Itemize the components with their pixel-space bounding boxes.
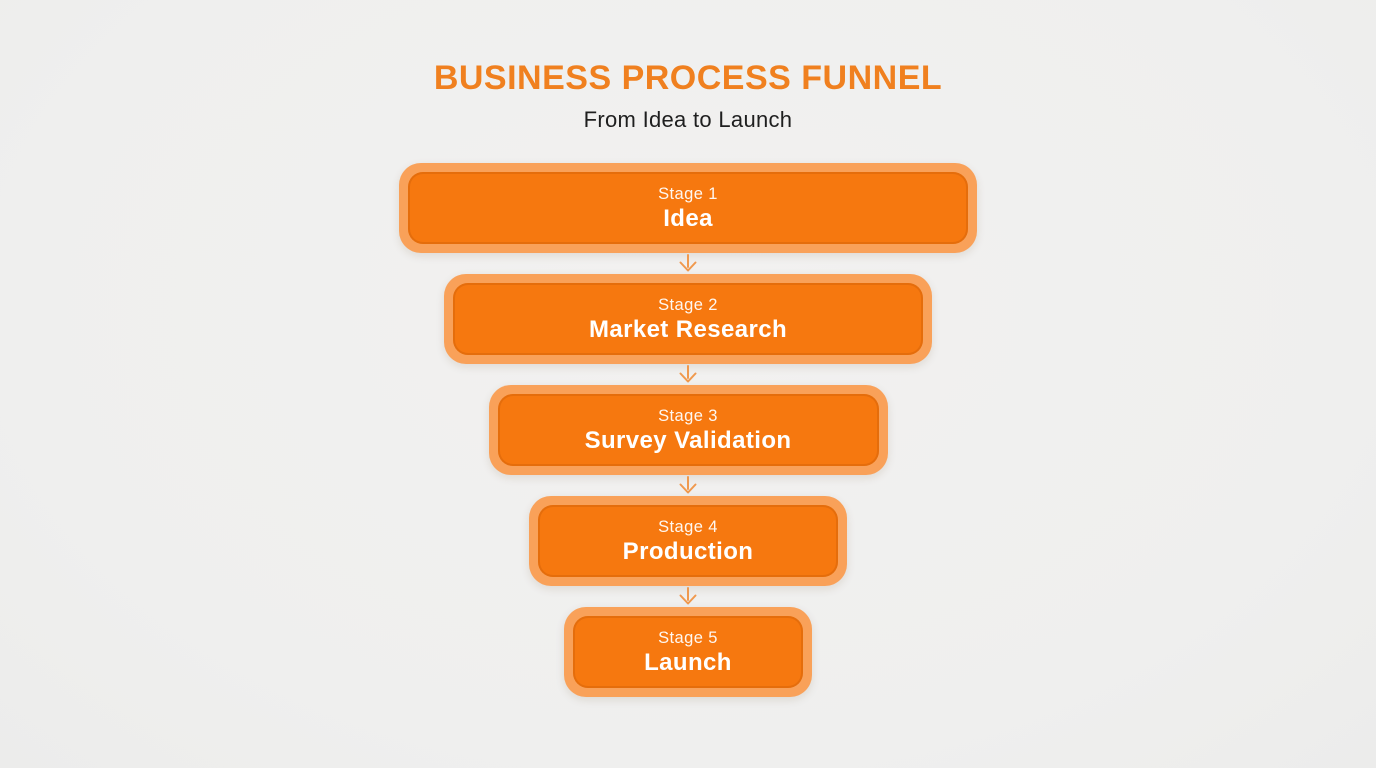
stage-label: Stage 1 xyxy=(658,184,718,203)
stage-name: Idea xyxy=(663,205,713,233)
stage-name: Market Research xyxy=(588,316,788,344)
funnel-stage-4: Stage 4 Production xyxy=(529,496,847,587)
stage-label: Stage 2 xyxy=(658,295,718,314)
page-title: BUSINESS PROCESS FUNNEL xyxy=(433,59,943,97)
down-arrow-icon xyxy=(675,253,701,274)
funnel-stage-3: Stage 3 Survey Validation xyxy=(488,385,888,476)
funnel-stage-5-box: Stage 5 Launch xyxy=(573,616,803,689)
funnel-stage-4-box: Stage 4 Production xyxy=(538,505,838,578)
funnel-stage-5: Stage 5 Launch xyxy=(564,607,812,698)
page-subtitle: From Idea to Launch xyxy=(583,107,793,133)
stage-label: Stage 3 xyxy=(658,406,718,425)
funnel-stage-1-box: Stage 1 Idea xyxy=(408,172,968,245)
stage-name: Survey Validation xyxy=(584,427,792,455)
stage-name: Launch xyxy=(644,649,732,677)
down-arrow-icon xyxy=(675,364,701,385)
funnel-diagram: Stage 1 Idea Stage 2 Market Research Sta… xyxy=(0,163,1376,698)
header: BUSINESS PROCESS FUNNEL From Idea to Lau… xyxy=(0,0,1376,133)
stage-label: Stage 5 xyxy=(658,628,718,647)
down-arrow-icon xyxy=(675,475,701,496)
funnel-stage-2-box: Stage 2 Market Research xyxy=(453,283,923,356)
funnel-stage-1: Stage 1 Idea xyxy=(399,163,977,254)
stage-name: Production xyxy=(622,538,754,566)
down-arrow-icon xyxy=(675,586,701,607)
funnel-stage-2: Stage 2 Market Research xyxy=(444,274,932,365)
funnel-stage-3-box: Stage 3 Survey Validation xyxy=(497,394,879,467)
stage-label: Stage 4 xyxy=(658,517,718,536)
